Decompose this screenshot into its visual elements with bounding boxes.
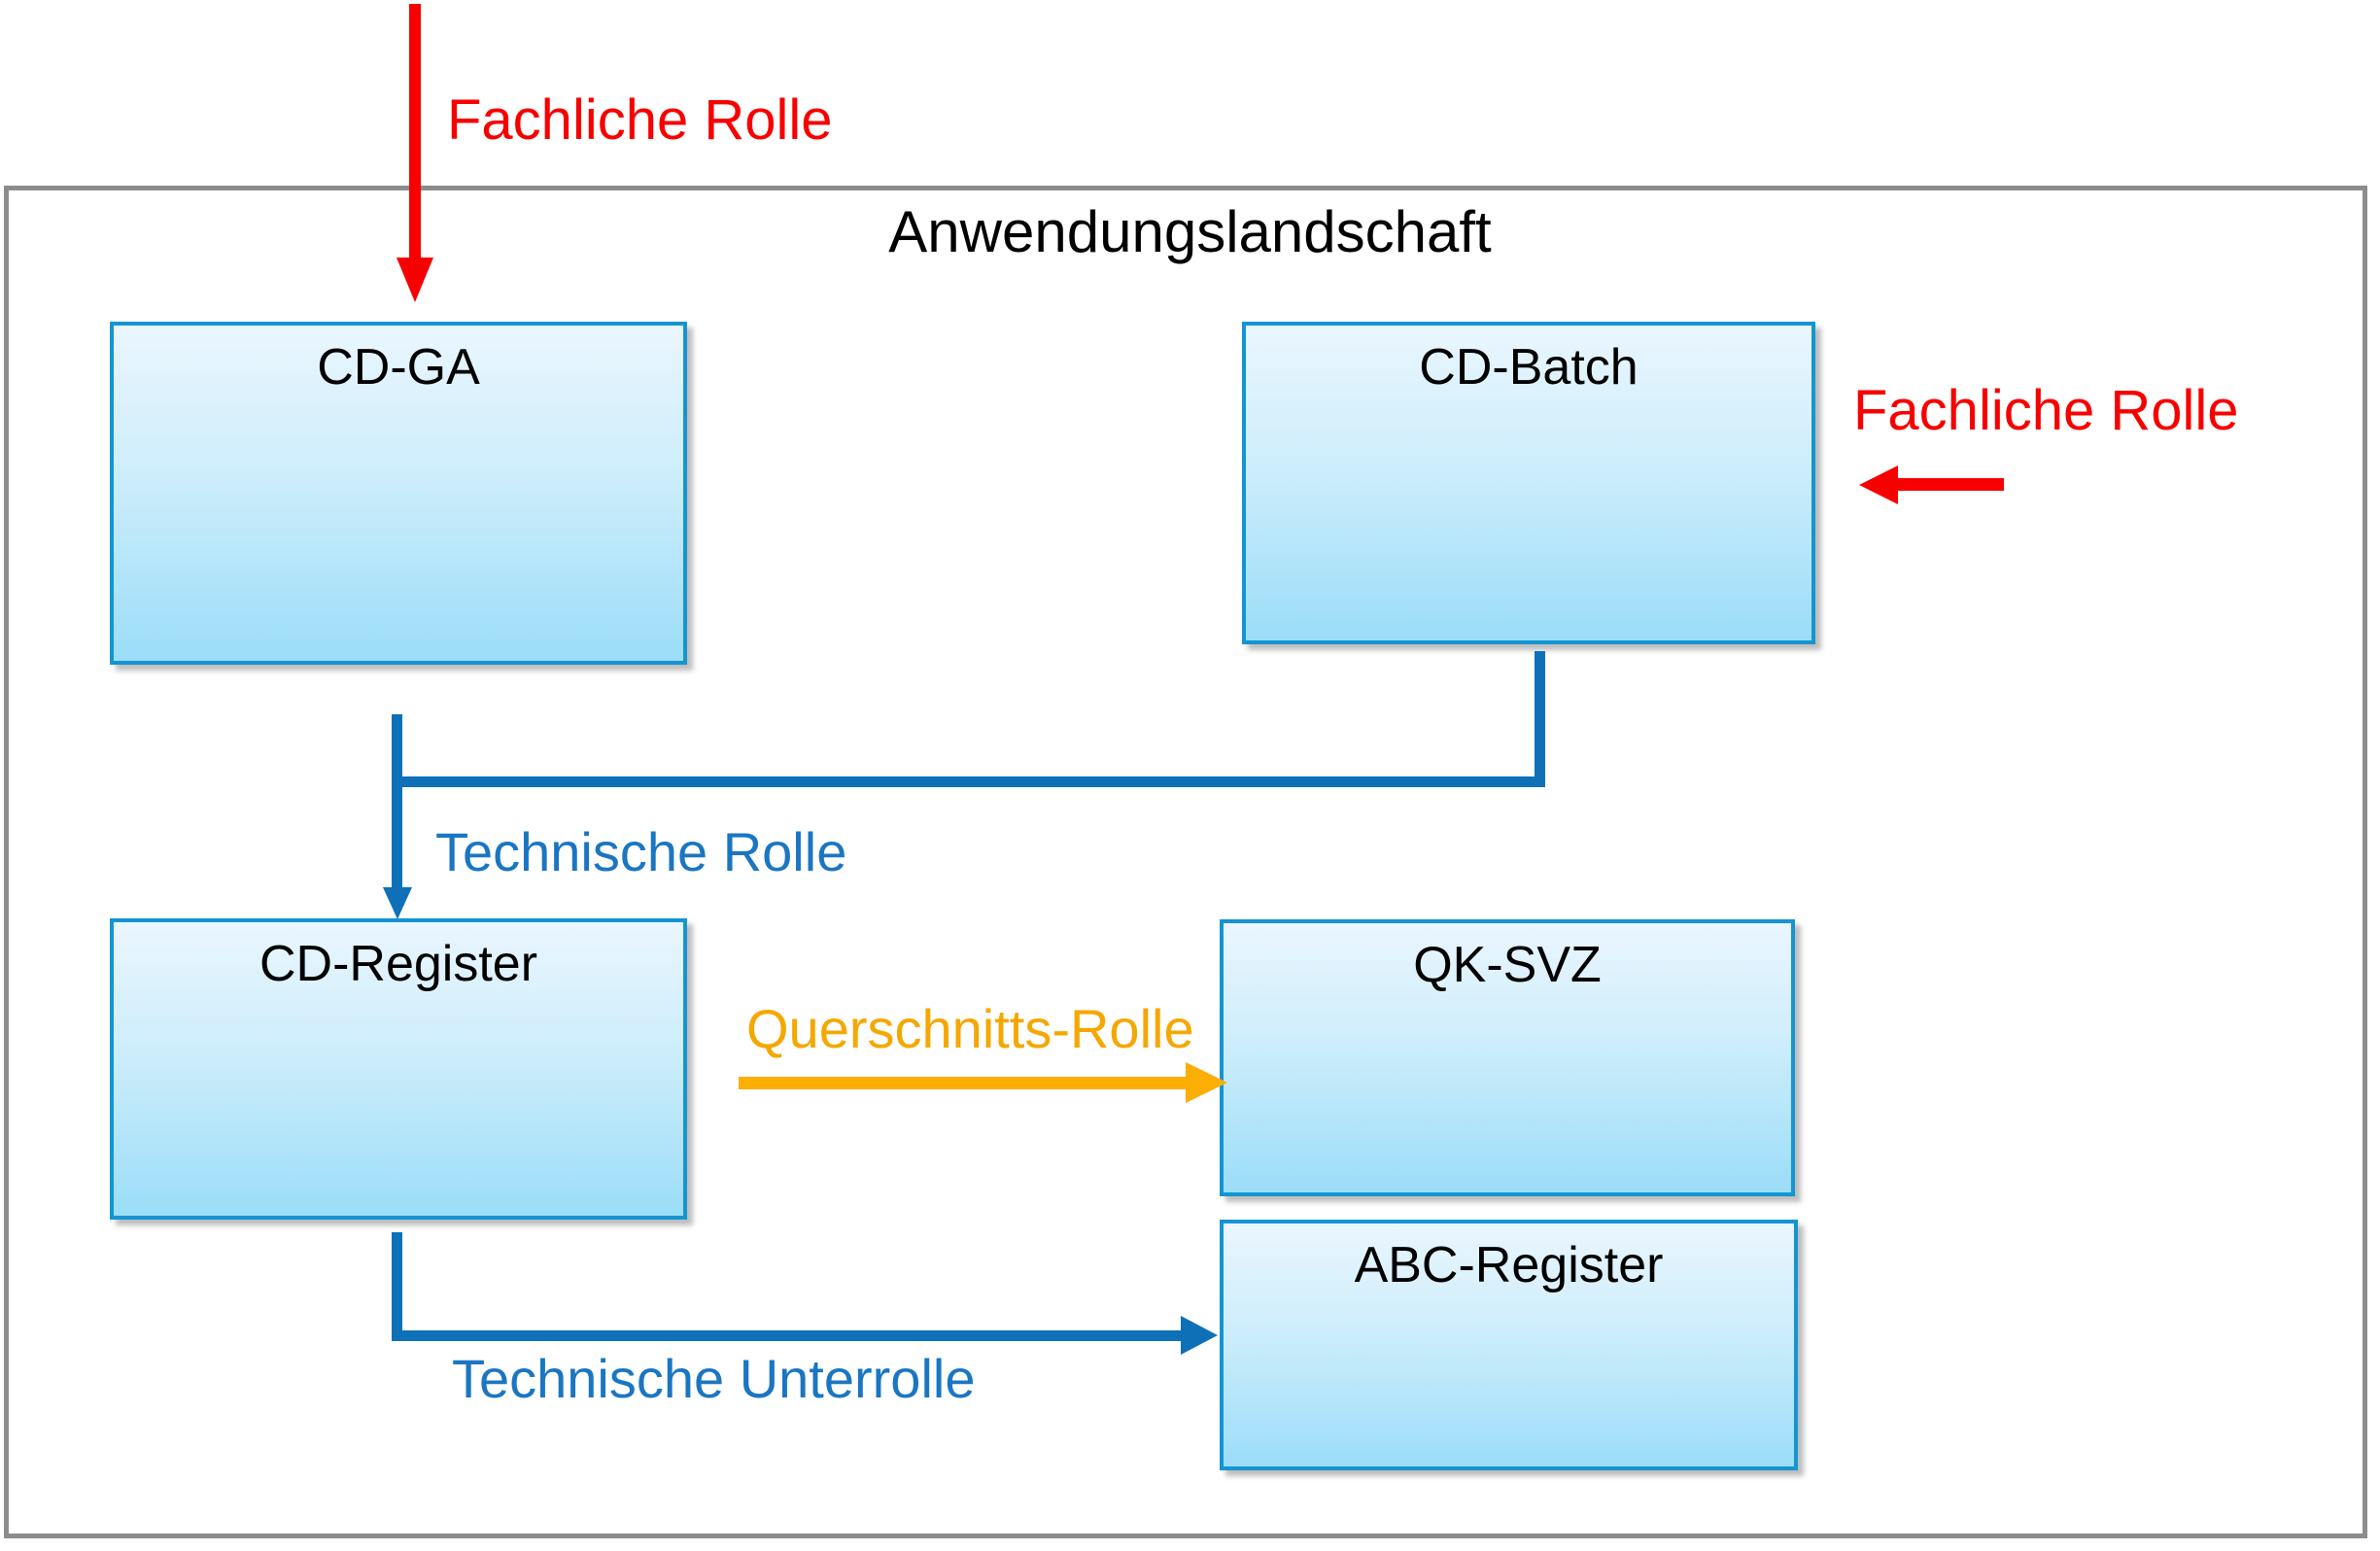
box-cd-ga: CD-GA <box>110 322 687 665</box>
fachliche-rolle-right-arrow-head-icon <box>1859 465 1898 504</box>
diagram-title: Anwendungslandschaft <box>888 199 1492 264</box>
querschnitts-rolle-label: Querschnitts-Rolle <box>746 998 1194 1059</box>
fachliche-rolle-top-arrow-shaft <box>409 4 421 258</box>
technische-rolle-label: Technische Rolle <box>435 821 847 882</box>
technische-rolle-connector-horizontal <box>392 776 1545 787</box>
box-cd-register: CD-Register <box>110 918 687 1220</box>
technische-unterrolle-arrow-head-icon <box>1181 1316 1218 1355</box>
fachliche-rolle-right-label: Fachliche Rolle <box>1853 379 2239 442</box>
box-abc-register: ABC-Register <box>1220 1220 1798 1470</box>
technische-rolle-connector-vertical-cd-ga <box>392 714 402 889</box>
box-cd-batch-label: CD-Batch <box>1419 339 1638 396</box>
box-cd-register-label: CD-Register <box>259 936 538 992</box>
technische-rolle-connector-vertical-cd-batch <box>1535 651 1545 787</box>
querschnitts-rolle-arrow-shaft <box>739 1077 1186 1089</box>
fachliche-rolle-right-arrow-shaft <box>1897 478 2004 491</box>
box-qk-svz-label: QK-SVZ <box>1413 937 1602 993</box>
fachliche-rolle-top-arrow-head-icon <box>397 258 433 302</box>
box-abc-register-label: ABC-Register <box>1354 1237 1664 1293</box>
technische-unterrolle-label: Technische Unterrolle <box>452 1348 976 1409</box>
box-cd-batch: CD-Batch <box>1242 322 1815 644</box>
technische-unterrolle-connector-horizontal <box>392 1330 1181 1341</box>
querschnitts-rolle-arrow-head-icon <box>1186 1062 1227 1103</box>
box-cd-ga-label: CD-GA <box>317 339 480 396</box>
fachliche-rolle-top-label: Fachliche Rolle <box>447 88 833 152</box>
technische-unterrolle-connector-vertical <box>392 1232 402 1341</box>
technische-rolle-arrow-head-icon <box>383 887 412 919</box>
box-qk-svz: QK-SVZ <box>1220 919 1795 1196</box>
